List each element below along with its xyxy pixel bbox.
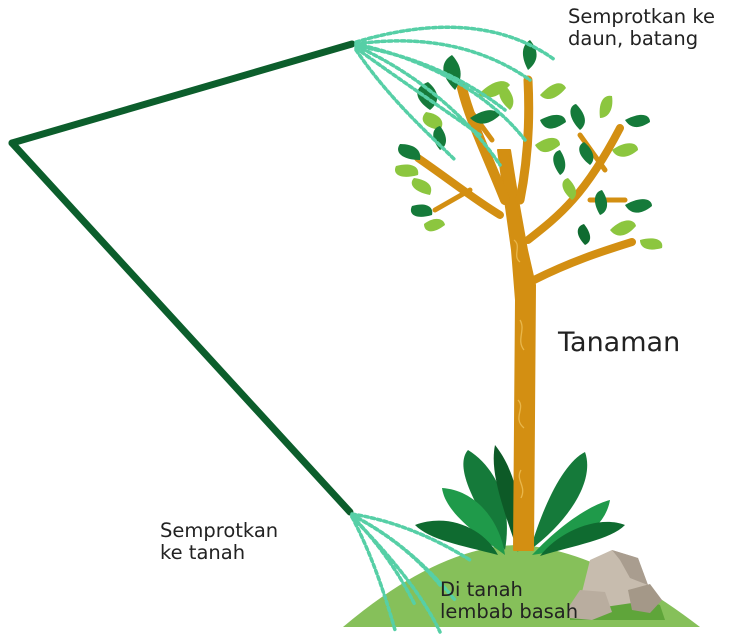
label-moist-soil-line1: Di tanah bbox=[440, 579, 578, 601]
tree-trunk bbox=[418, 80, 632, 550]
label-plant: Tanaman bbox=[558, 327, 680, 358]
sprayer-frame bbox=[12, 44, 352, 512]
label-spray-leaves-line1: Semprotkan ke bbox=[568, 6, 715, 28]
label-moist-soil-line2: lembab basah bbox=[440, 601, 578, 623]
label-spray-soil-line1: Semprotkan bbox=[160, 520, 278, 542]
label-spray-leaves: Semprotkan ke daun, batang bbox=[568, 6, 715, 51]
label-spray-soil-line2: ke tanah bbox=[160, 542, 278, 564]
label-moist-soil: Di tanah lembab basah bbox=[440, 579, 578, 624]
label-spray-soil: Semprotkan ke tanah bbox=[160, 520, 278, 565]
label-spray-leaves-line2: daun, batang bbox=[568, 28, 715, 50]
